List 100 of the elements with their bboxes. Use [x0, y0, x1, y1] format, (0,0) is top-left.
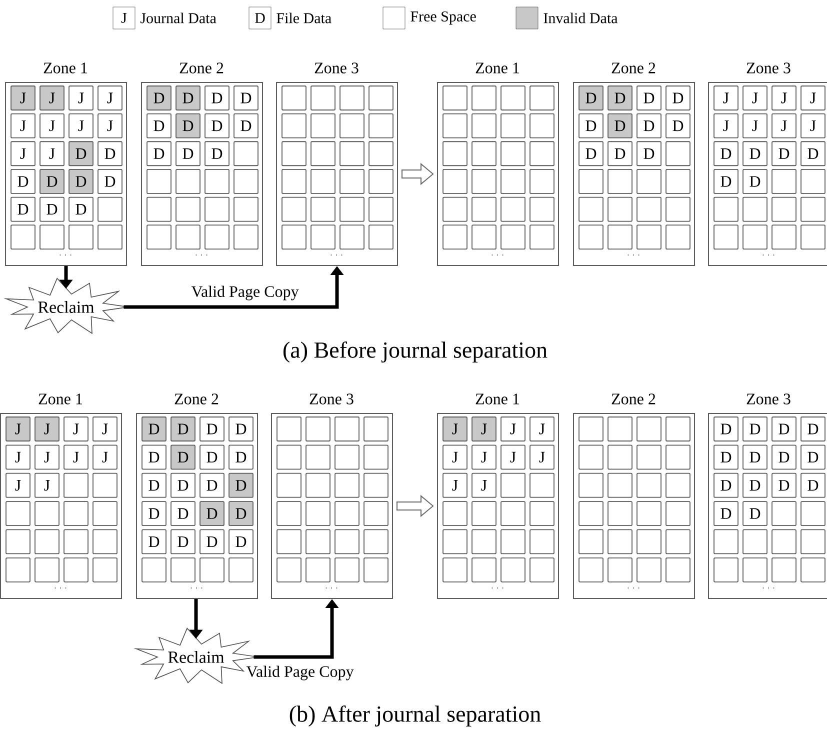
- page-cell: [608, 501, 632, 526]
- block-arrow: [402, 162, 434, 186]
- page-cell: [636, 501, 662, 526]
- page-cell: [666, 501, 690, 526]
- page-cell: D: [200, 472, 224, 498]
- page-cell: J: [772, 113, 796, 138]
- page-cell: [64, 557, 88, 582]
- page-cell: [340, 113, 364, 138]
- page-cell: [334, 416, 360, 442]
- page-cell: [276, 529, 302, 554]
- page-cell: J: [10, 141, 36, 166]
- page-cell: [442, 529, 468, 554]
- page-cell: [666, 196, 690, 222]
- page-cell: [636, 169, 662, 194]
- page-cell: [276, 416, 302, 442]
- ellipsis: . . .: [330, 254, 342, 256]
- page-cell: [334, 501, 360, 526]
- page-cell: [578, 501, 604, 526]
- page-cell: D: [228, 501, 254, 526]
- page-cell: [6, 529, 30, 554]
- page-cell: [34, 501, 60, 526]
- page-cell: [472, 196, 496, 222]
- page-cell: [170, 557, 196, 582]
- page-cell: [306, 501, 330, 526]
- page-cell: [276, 444, 302, 470]
- page-cell: J: [40, 141, 64, 166]
- page-cell: [282, 113, 306, 138]
- page-cell: D: [204, 141, 230, 166]
- zone-heading: Zone 3: [314, 62, 358, 74]
- page-cell: J: [742, 113, 768, 138]
- page-cell: [34, 557, 60, 582]
- page-cell: D: [40, 196, 64, 222]
- page-cell: D: [714, 472, 738, 498]
- page-cell: [666, 416, 690, 442]
- page-cell: D: [666, 113, 690, 138]
- page-cell: [364, 557, 388, 582]
- page-cell: [608, 472, 632, 498]
- page-cell: [146, 224, 172, 250]
- page-cell: D: [68, 169, 94, 194]
- page-cell: [40, 224, 64, 250]
- page-cell: [34, 529, 60, 554]
- page-cell: J: [742, 86, 768, 110]
- page-cell: [530, 224, 554, 250]
- page-cell: [340, 196, 364, 222]
- page-cell: [334, 557, 360, 582]
- page-cell: [472, 557, 496, 582]
- page-cell: [442, 196, 468, 222]
- page-cell: [530, 557, 554, 582]
- page-cell: [176, 196, 200, 222]
- page-cell: [92, 529, 118, 554]
- page-cell: [530, 472, 554, 498]
- page-cell: D: [228, 472, 254, 498]
- page-cell: [472, 529, 496, 554]
- page-cell: [714, 196, 738, 222]
- page-cell: D: [176, 113, 200, 138]
- page-cell: [364, 501, 388, 526]
- page-cell: D: [742, 169, 768, 194]
- page-cell: [306, 472, 330, 498]
- page-cell: [714, 557, 738, 582]
- page-cell: [6, 557, 30, 582]
- page-cell: [500, 169, 526, 194]
- page-cell: J: [800, 113, 826, 138]
- page-cell: [442, 113, 468, 138]
- page-cell: [368, 141, 394, 166]
- zone-heading: Zone 1: [476, 394, 519, 404]
- ellipsis: . . .: [54, 587, 66, 589]
- page-cell: [472, 501, 496, 526]
- page-cell: [310, 141, 336, 166]
- zone-heading: Zone 1: [38, 394, 82, 404]
- page-cell: D: [98, 169, 122, 194]
- page-cell: [368, 224, 394, 250]
- page-cell: [282, 196, 306, 222]
- page-cell: [530, 113, 554, 138]
- page-cell: [442, 557, 468, 582]
- page-cell: D: [204, 86, 230, 110]
- page-cell: [578, 444, 604, 470]
- page-cell: [204, 196, 230, 222]
- page-cell: [472, 113, 496, 138]
- page-cell: [500, 86, 526, 110]
- page-cell: D: [800, 416, 826, 442]
- page-cell: [92, 472, 118, 498]
- page-cell: D: [146, 113, 172, 138]
- page-cell: [442, 224, 468, 250]
- page-cell: D: [714, 501, 738, 526]
- ellipsis: . . .: [762, 587, 774, 589]
- page-cell: J: [500, 416, 526, 442]
- page-cell: [310, 169, 336, 194]
- page-cell: [666, 141, 690, 166]
- page-cell: D: [200, 416, 224, 442]
- page-cell: [340, 224, 364, 250]
- page-cell: [500, 224, 526, 250]
- page-cell: J: [40, 86, 64, 110]
- page-cell: [578, 472, 604, 498]
- ellipsis: . . .: [492, 587, 504, 589]
- page-cell: [608, 444, 632, 470]
- page-cell: [636, 444, 662, 470]
- page-cell: [608, 196, 632, 222]
- page-cell: D: [742, 416, 768, 442]
- page-cell: [276, 501, 302, 526]
- page-cell: J: [64, 444, 88, 470]
